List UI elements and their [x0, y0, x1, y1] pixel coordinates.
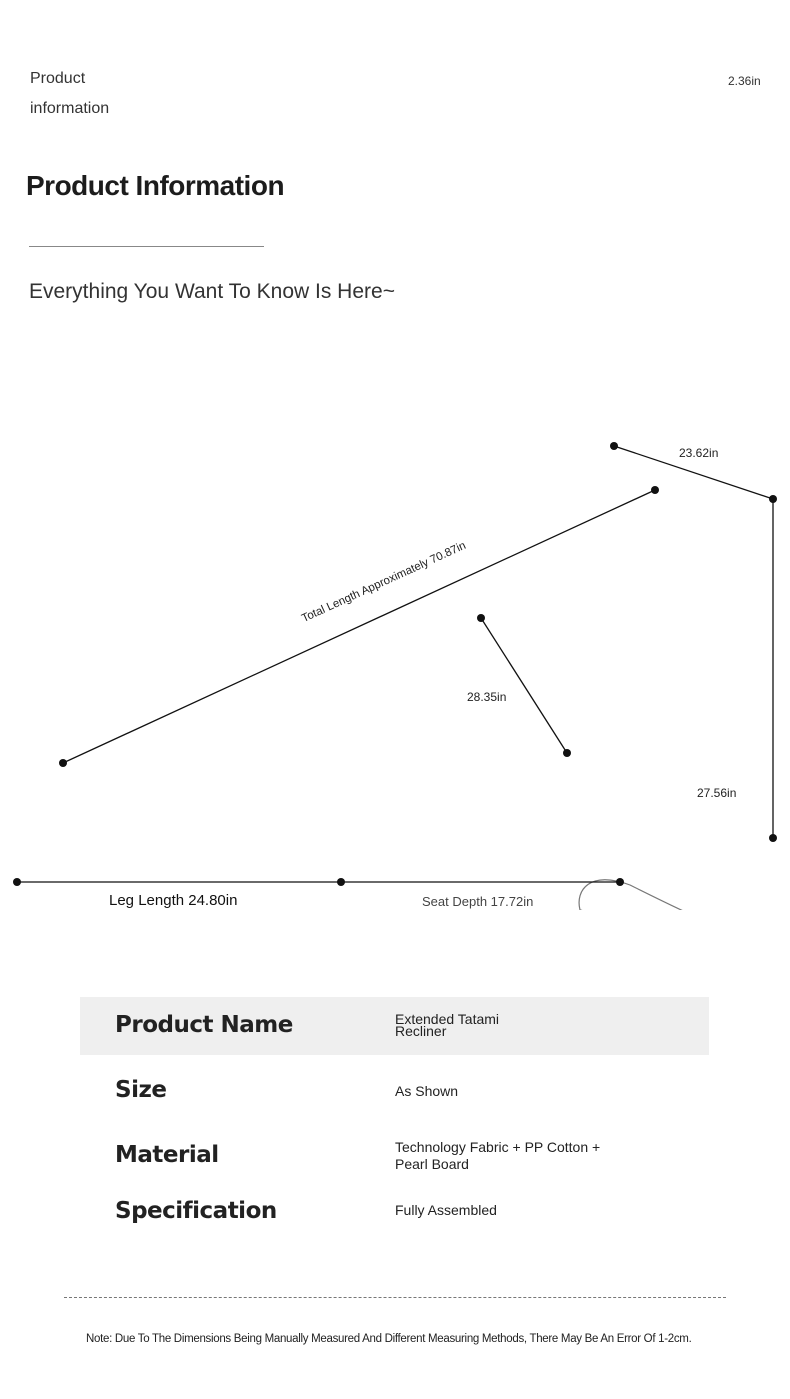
spec-row-highlight — [80, 997, 709, 1055]
spec-label-product-name: Product Name — [115, 1012, 293, 1038]
dimension-points — [13, 442, 777, 886]
small-heading: Product information — [30, 70, 110, 117]
page-subtitle: Everything You Want To Know Is Here~ — [29, 280, 395, 303]
title-divider — [29, 246, 264, 247]
armrest-dimension: 28.35in — [467, 690, 507, 704]
recliner-sketch — [13, 442, 777, 910]
seat-depth-dimension: Seat Depth 17.72in — [422, 894, 534, 909]
page-title: Product Information — [26, 170, 285, 201]
width-dimension: 23.62in — [679, 446, 719, 460]
spec-label-material: Material — [115, 1142, 219, 1168]
dashed-divider — [64, 1297, 726, 1298]
spec-value-specification: Fully Assembled — [395, 1202, 497, 1218]
dimension-lines — [17, 445, 774, 883]
corner-dimension: 2.36in — [728, 74, 761, 88]
spec-value-product-name: Extended Tatami Recliner — [395, 1011, 500, 1039]
spec-value-size: As Shown — [395, 1083, 459, 1099]
spec-value-material: Technology Fabric + PP Cotton + Pearl Bo… — [395, 1139, 601, 1172]
leg-length-dimension: Leg Length 24.80in — [109, 892, 238, 909]
spec-label-size: Size — [115, 1077, 167, 1103]
spec-label-specification: Specification — [115, 1198, 277, 1224]
height-dimension: 27.56in — [697, 786, 737, 800]
measurement-note: Note: Due To The Dimensions Being Manual… — [86, 1333, 692, 1345]
